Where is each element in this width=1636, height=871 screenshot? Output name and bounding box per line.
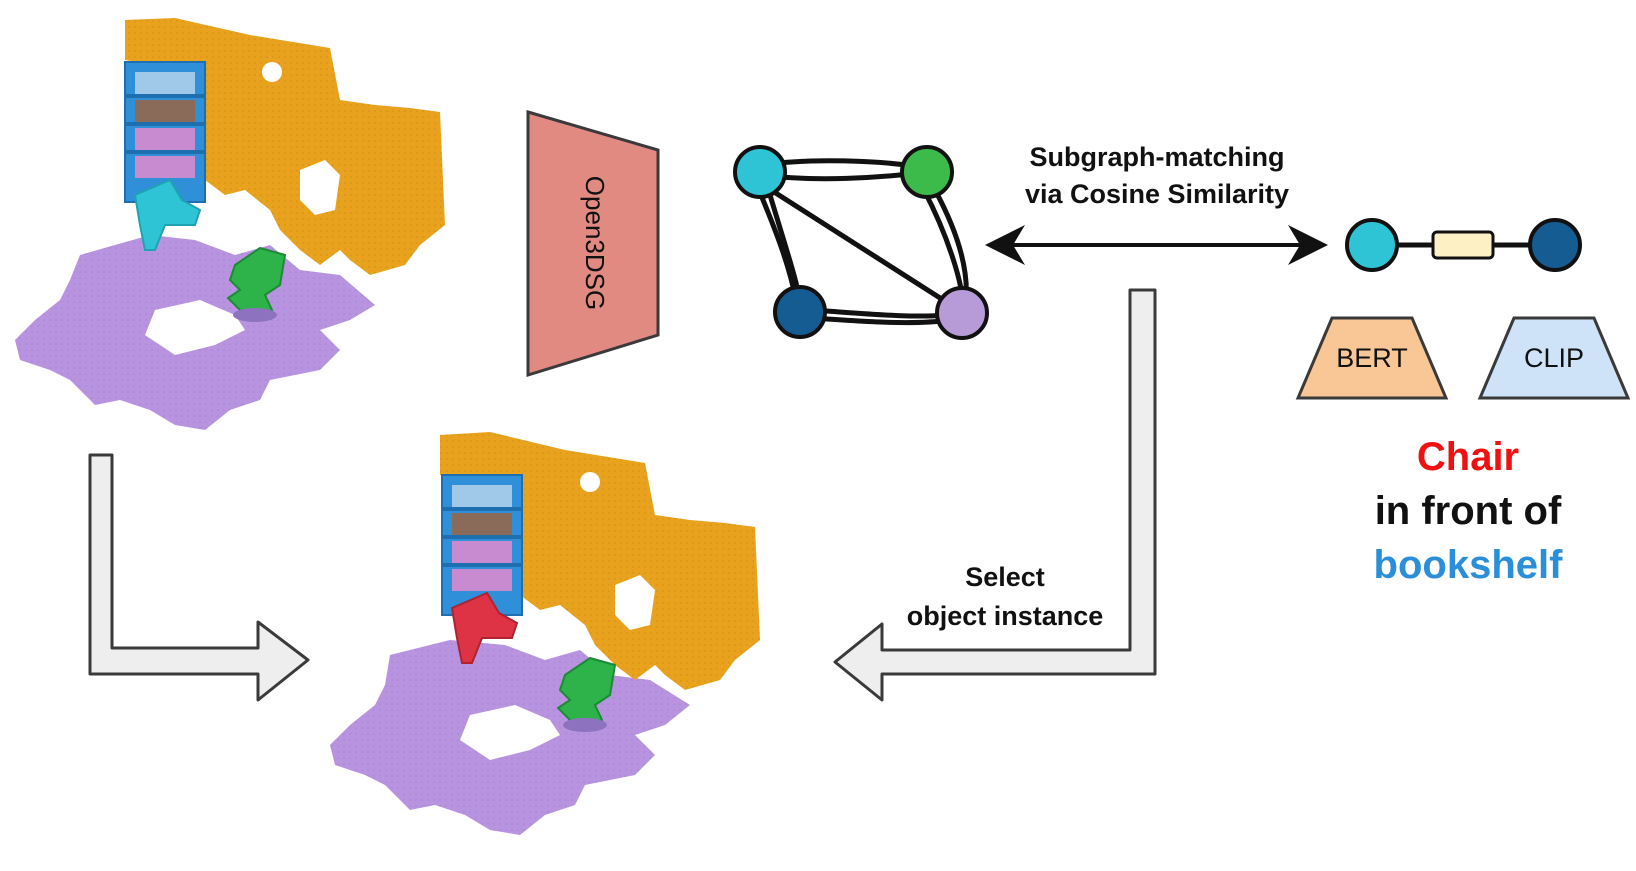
flow-arrow-left	[88, 453, 310, 702]
scene-graph-nodes	[733, 145, 989, 340]
bookshelf-object	[124, 61, 206, 203]
query-node-cyan	[1345, 218, 1399, 272]
matching-label-line2: via Cosine Similarity	[1025, 179, 1289, 209]
bookshelf-object	[441, 474, 523, 616]
flow-arrow-right	[833, 288, 1157, 702]
wall-hole	[262, 62, 282, 82]
scene-pointcloud-output	[330, 432, 760, 835]
open3dsg-label: Open3DSG	[580, 176, 610, 310]
chair-green-object	[556, 656, 617, 732]
query-graph	[1345, 218, 1582, 272]
scene-floor	[15, 235, 375, 430]
chair-green-object	[226, 246, 287, 322]
open3dsg-encoder: Open3DSG	[526, 109, 660, 378]
wall-hole	[580, 472, 600, 492]
chair-selected-object	[450, 591, 519, 664]
graph-edge	[809, 315, 953, 326]
query-subject: Chair	[1417, 435, 1519, 479]
chair-cyan-object	[133, 178, 202, 251]
bert-encoder: BERT	[1295, 316, 1449, 400]
wall-opening	[300, 160, 340, 215]
graph-node-darkblue	[773, 285, 827, 339]
graph-node-green	[900, 145, 954, 199]
clip-label: CLIP	[1524, 343, 1584, 373]
wall-opening	[615, 575, 655, 630]
query-object: bookshelf	[1374, 543, 1564, 587]
bert-label: BERT	[1336, 343, 1408, 373]
clip-encoder: CLIP	[1477, 316, 1631, 400]
graph-edge	[757, 180, 965, 315]
scene-pointcloud-input	[15, 18, 445, 430]
query-node-darkblue	[1528, 218, 1582, 272]
select-label-line1: Select	[965, 562, 1045, 592]
query-relation: in front of	[1375, 489, 1562, 533]
graph-node-purple	[935, 286, 989, 340]
select-label-line2: object instance	[907, 601, 1104, 631]
graph-node-cyan	[733, 145, 787, 199]
graph-edge	[767, 192, 803, 303]
query-edge-box	[1431, 230, 1495, 260]
graph-edge	[809, 307, 953, 319]
matching-label-line1: Subgraph-matching	[1030, 142, 1285, 172]
